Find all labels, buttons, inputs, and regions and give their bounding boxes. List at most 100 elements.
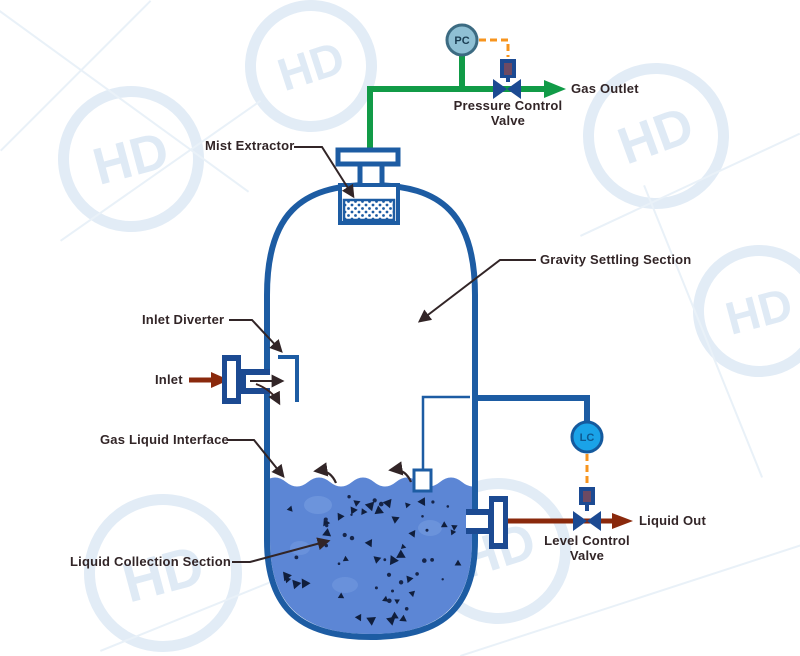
level-controller-bubble	[570, 420, 604, 454]
liquid-particle-dot	[421, 515, 424, 518]
outlet-nozzle-bore	[466, 515, 488, 528]
liquid-particle-triangle	[394, 599, 400, 605]
liquid-particle-triangle	[364, 501, 375, 512]
liquid-highlight	[418, 520, 442, 536]
level-control-valve-label-line2: Valve	[569, 548, 605, 563]
pressure-control-valve-label: Pressure Control Valve	[447, 98, 569, 128]
level-float	[412, 468, 433, 493]
lc-text: LC	[580, 432, 595, 444]
liquid-particle-dot	[422, 558, 427, 563]
pc-signal-line	[479, 38, 510, 57]
liquid-particle-dot	[441, 578, 444, 581]
pc-text: PC	[454, 35, 469, 47]
liquid-highlight	[304, 496, 332, 514]
liquid-particle-triangle	[451, 525, 458, 531]
liquid-particle-dot	[347, 495, 351, 499]
level-control-valve-label-line1: Level Control	[544, 533, 630, 548]
liquid-particle-triangle	[450, 529, 457, 536]
liquid-particle-triangle	[366, 617, 376, 626]
splash-arrow	[388, 461, 413, 483]
liquid-particle-dot	[415, 572, 419, 576]
liquid-particle-dot	[391, 589, 394, 593]
liquid-particle-triangle	[405, 502, 411, 509]
pressure-control-valve-body	[493, 79, 507, 99]
liquid-particle-dot	[398, 580, 404, 585]
vessel-shell-outline	[264, 181, 478, 641]
gas-outlet-arrow	[544, 80, 566, 98]
liquid-particle-dot	[383, 558, 387, 562]
liquid-particle-triangle	[337, 512, 345, 521]
splash-arrow	[313, 462, 338, 484]
liquid-particle-dot	[425, 528, 429, 532]
liquid-particle-dot	[350, 513, 353, 516]
liquid-particle-dot	[387, 598, 392, 604]
inlet-label: Inlet	[155, 372, 183, 387]
inlet-diverter-label: Inlet Diverter	[142, 312, 225, 327]
liquid-particles	[283, 495, 462, 626]
gas-outlet-label: Gas Outlet	[571, 81, 639, 96]
liquid-particle-dot	[372, 498, 377, 503]
liquid-particle-triangle	[400, 543, 407, 549]
liquid-particle-triangle	[373, 556, 382, 564]
liquid-particle-dot	[374, 586, 378, 590]
liquid-particle-dot	[324, 543, 328, 548]
gas-liquid-interface-label: Gas Liquid Interface	[100, 432, 229, 447]
flow-arrow	[255, 383, 281, 406]
liquid-particle-triangle	[322, 528, 332, 537]
liquid-particle-dot	[404, 607, 409, 611]
liquid-particle-triangle	[382, 595, 389, 602]
level-signal-pipe	[472, 395, 590, 421]
liquid	[270, 477, 472, 634]
liquid-particle-dot	[294, 555, 299, 560]
liquid-particle-dot	[325, 523, 329, 528]
liquid-particle-triangle	[386, 616, 396, 626]
liquid-particle-triangle	[399, 614, 407, 622]
liquid-particle-triangle	[337, 592, 345, 599]
level-control-valve-actuator-core	[583, 491, 591, 502]
top-flange	[335, 147, 401, 167]
level-control-valve-stem	[585, 504, 589, 511]
liquid-particle-triangle	[364, 539, 373, 548]
liquid-particle-dot	[349, 535, 355, 541]
liquid-particle-triangle	[283, 571, 292, 582]
gas-pipe	[367, 86, 544, 156]
liquid-highlight	[332, 577, 358, 593]
pressure-control-valve-label-line1: Pressure Control	[453, 98, 563, 113]
liquid-particle-dot	[446, 505, 450, 508]
liquid-particle-triangle	[396, 549, 406, 558]
liquid-particle-triangle	[408, 530, 416, 538]
liquid-particle-triangle	[374, 505, 384, 515]
liquid-particle-dot	[378, 501, 384, 507]
level-control-valve-body	[587, 511, 601, 531]
outlet-flange-slot	[494, 502, 503, 543]
gravity-settling-section-label: Gravity Settling Section	[540, 252, 692, 267]
inlet-diverter-shape	[278, 355, 299, 402]
liquid-particle-dot	[323, 517, 328, 522]
leader-gravity-settling	[417, 259, 536, 323]
liquid-particle-triangle	[301, 578, 311, 589]
liquid-particle-triangle	[342, 555, 349, 562]
liquid-particle-triangle	[350, 506, 358, 515]
liquid-particle-dot	[431, 500, 435, 504]
liquid-particle-triangle	[417, 497, 426, 506]
leader-liquid-collection	[232, 537, 331, 563]
pressure-control-valve-label-line2: Valve	[490, 113, 526, 128]
liquid-particle-triangle	[284, 576, 292, 584]
liquid-particle-dot	[430, 558, 434, 562]
liquid-particle-dot	[386, 572, 392, 577]
liquid-particle-triangle	[440, 521, 448, 528]
liquid-particle-triangle	[391, 516, 400, 524]
liquid-particle-triangle	[389, 555, 399, 566]
inlet-flange-slot	[227, 361, 236, 398]
leader-mist-extractor	[294, 146, 355, 199]
liquid-particle-triangle	[354, 613, 362, 622]
liquid-particle-triangle	[406, 575, 414, 584]
liquid-particle-triangle	[353, 500, 361, 507]
pressure-control-valve-actuator-core	[504, 63, 512, 75]
liquid-out-arrow	[612, 513, 633, 529]
inlet-arrow	[211, 372, 229, 388]
pressure-control-valve-stem	[506, 77, 510, 82]
level-control-valve-label: Level Control Valve	[527, 533, 647, 563]
pressure-control-valve-body	[507, 79, 521, 99]
